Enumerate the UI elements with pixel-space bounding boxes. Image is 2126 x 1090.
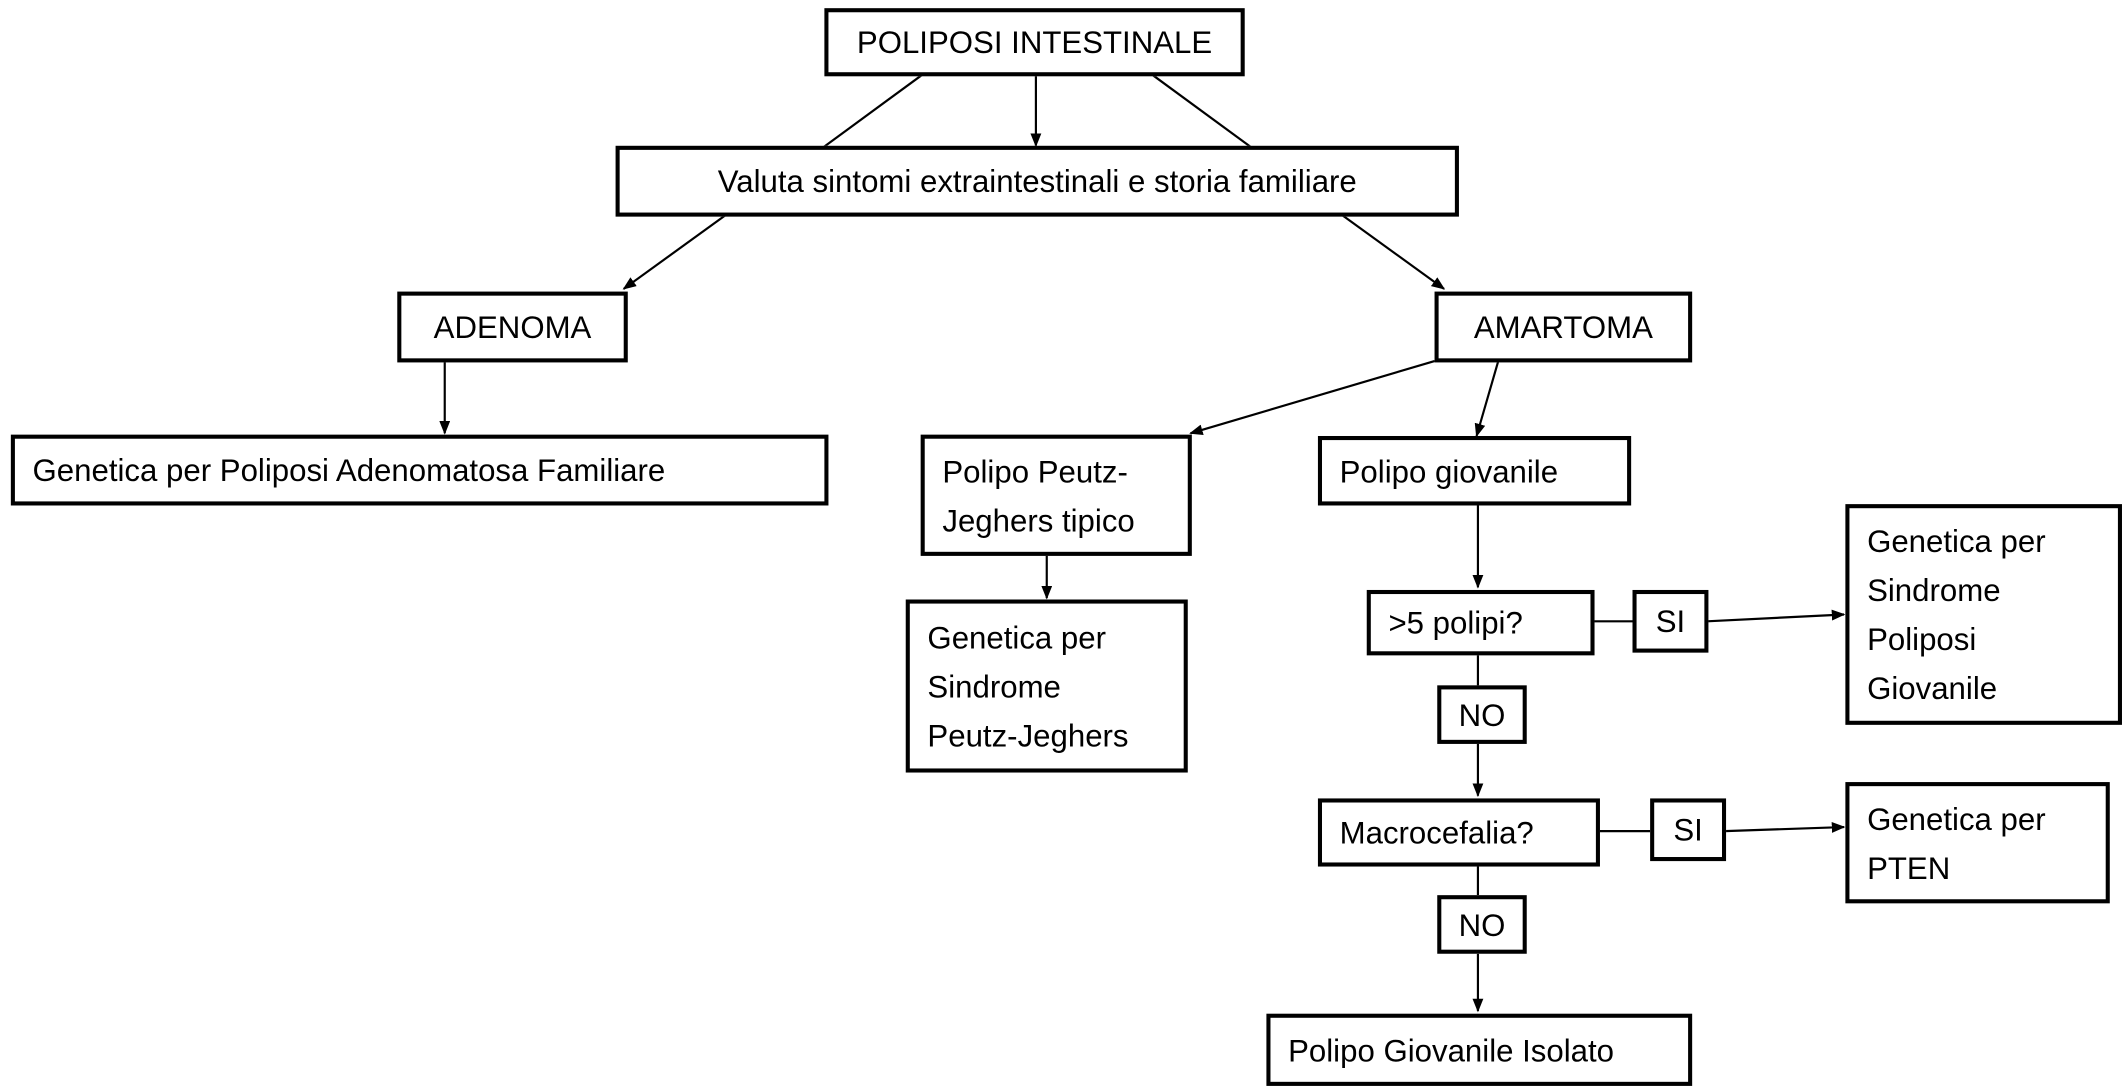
connector-root-right (1151, 74, 1254, 150)
node-question-polyps: >5 polipi? (1366, 589, 1595, 656)
node-adenoma: ADENOMA (397, 291, 628, 363)
node-genetics-jps: Genetica per Sindrome Poliposi Giovanile (1845, 504, 2122, 725)
arrow-si-genpten (1724, 822, 1846, 833)
node-genetics-fap: Genetica per Poliposi Adenomatosa Famili… (10, 434, 829, 506)
node-genetics-pj: Genetica per Sindrome Peutz-Jeghers (905, 599, 1188, 773)
node-evaluate: Valuta sintomi extraintestinali e storia… (615, 145, 1459, 217)
arrow-amartoma-pj (1189, 360, 1435, 436)
node-amartoma: AMARTOMA (1434, 291, 1693, 363)
node-isolated-juvenile: Polipo Giovanile Isolato (1266, 1013, 1693, 1086)
arrow-amartoma-juvenile (1474, 360, 1500, 438)
arrow-evaluate-amartoma (1341, 214, 1446, 290)
arrow-si-genjps (1707, 609, 1846, 623)
node-question-macrocephaly: Macrocefalia? (1317, 798, 1600, 867)
node-pj-polyp: Polipo Peutz- Jeghers tipico (920, 434, 1192, 556)
node-juvenile-polyp: Polipo giovanile (1317, 436, 1632, 506)
arrow-evaluate-adenoma (622, 214, 727, 290)
connector-root-left (821, 74, 923, 150)
node-genetics-pten: Genetica per PTEN (1845, 782, 2110, 904)
label-no-macrocephaly: NO (1437, 895, 1527, 954)
label-yes-polyps: SI (1632, 589, 1709, 653)
node-root: POLIPOSI INTESTINALE (824, 8, 1245, 77)
label-no-polyps: NO (1437, 685, 1527, 744)
label-yes-macrocephaly: SI (1650, 798, 1727, 862)
